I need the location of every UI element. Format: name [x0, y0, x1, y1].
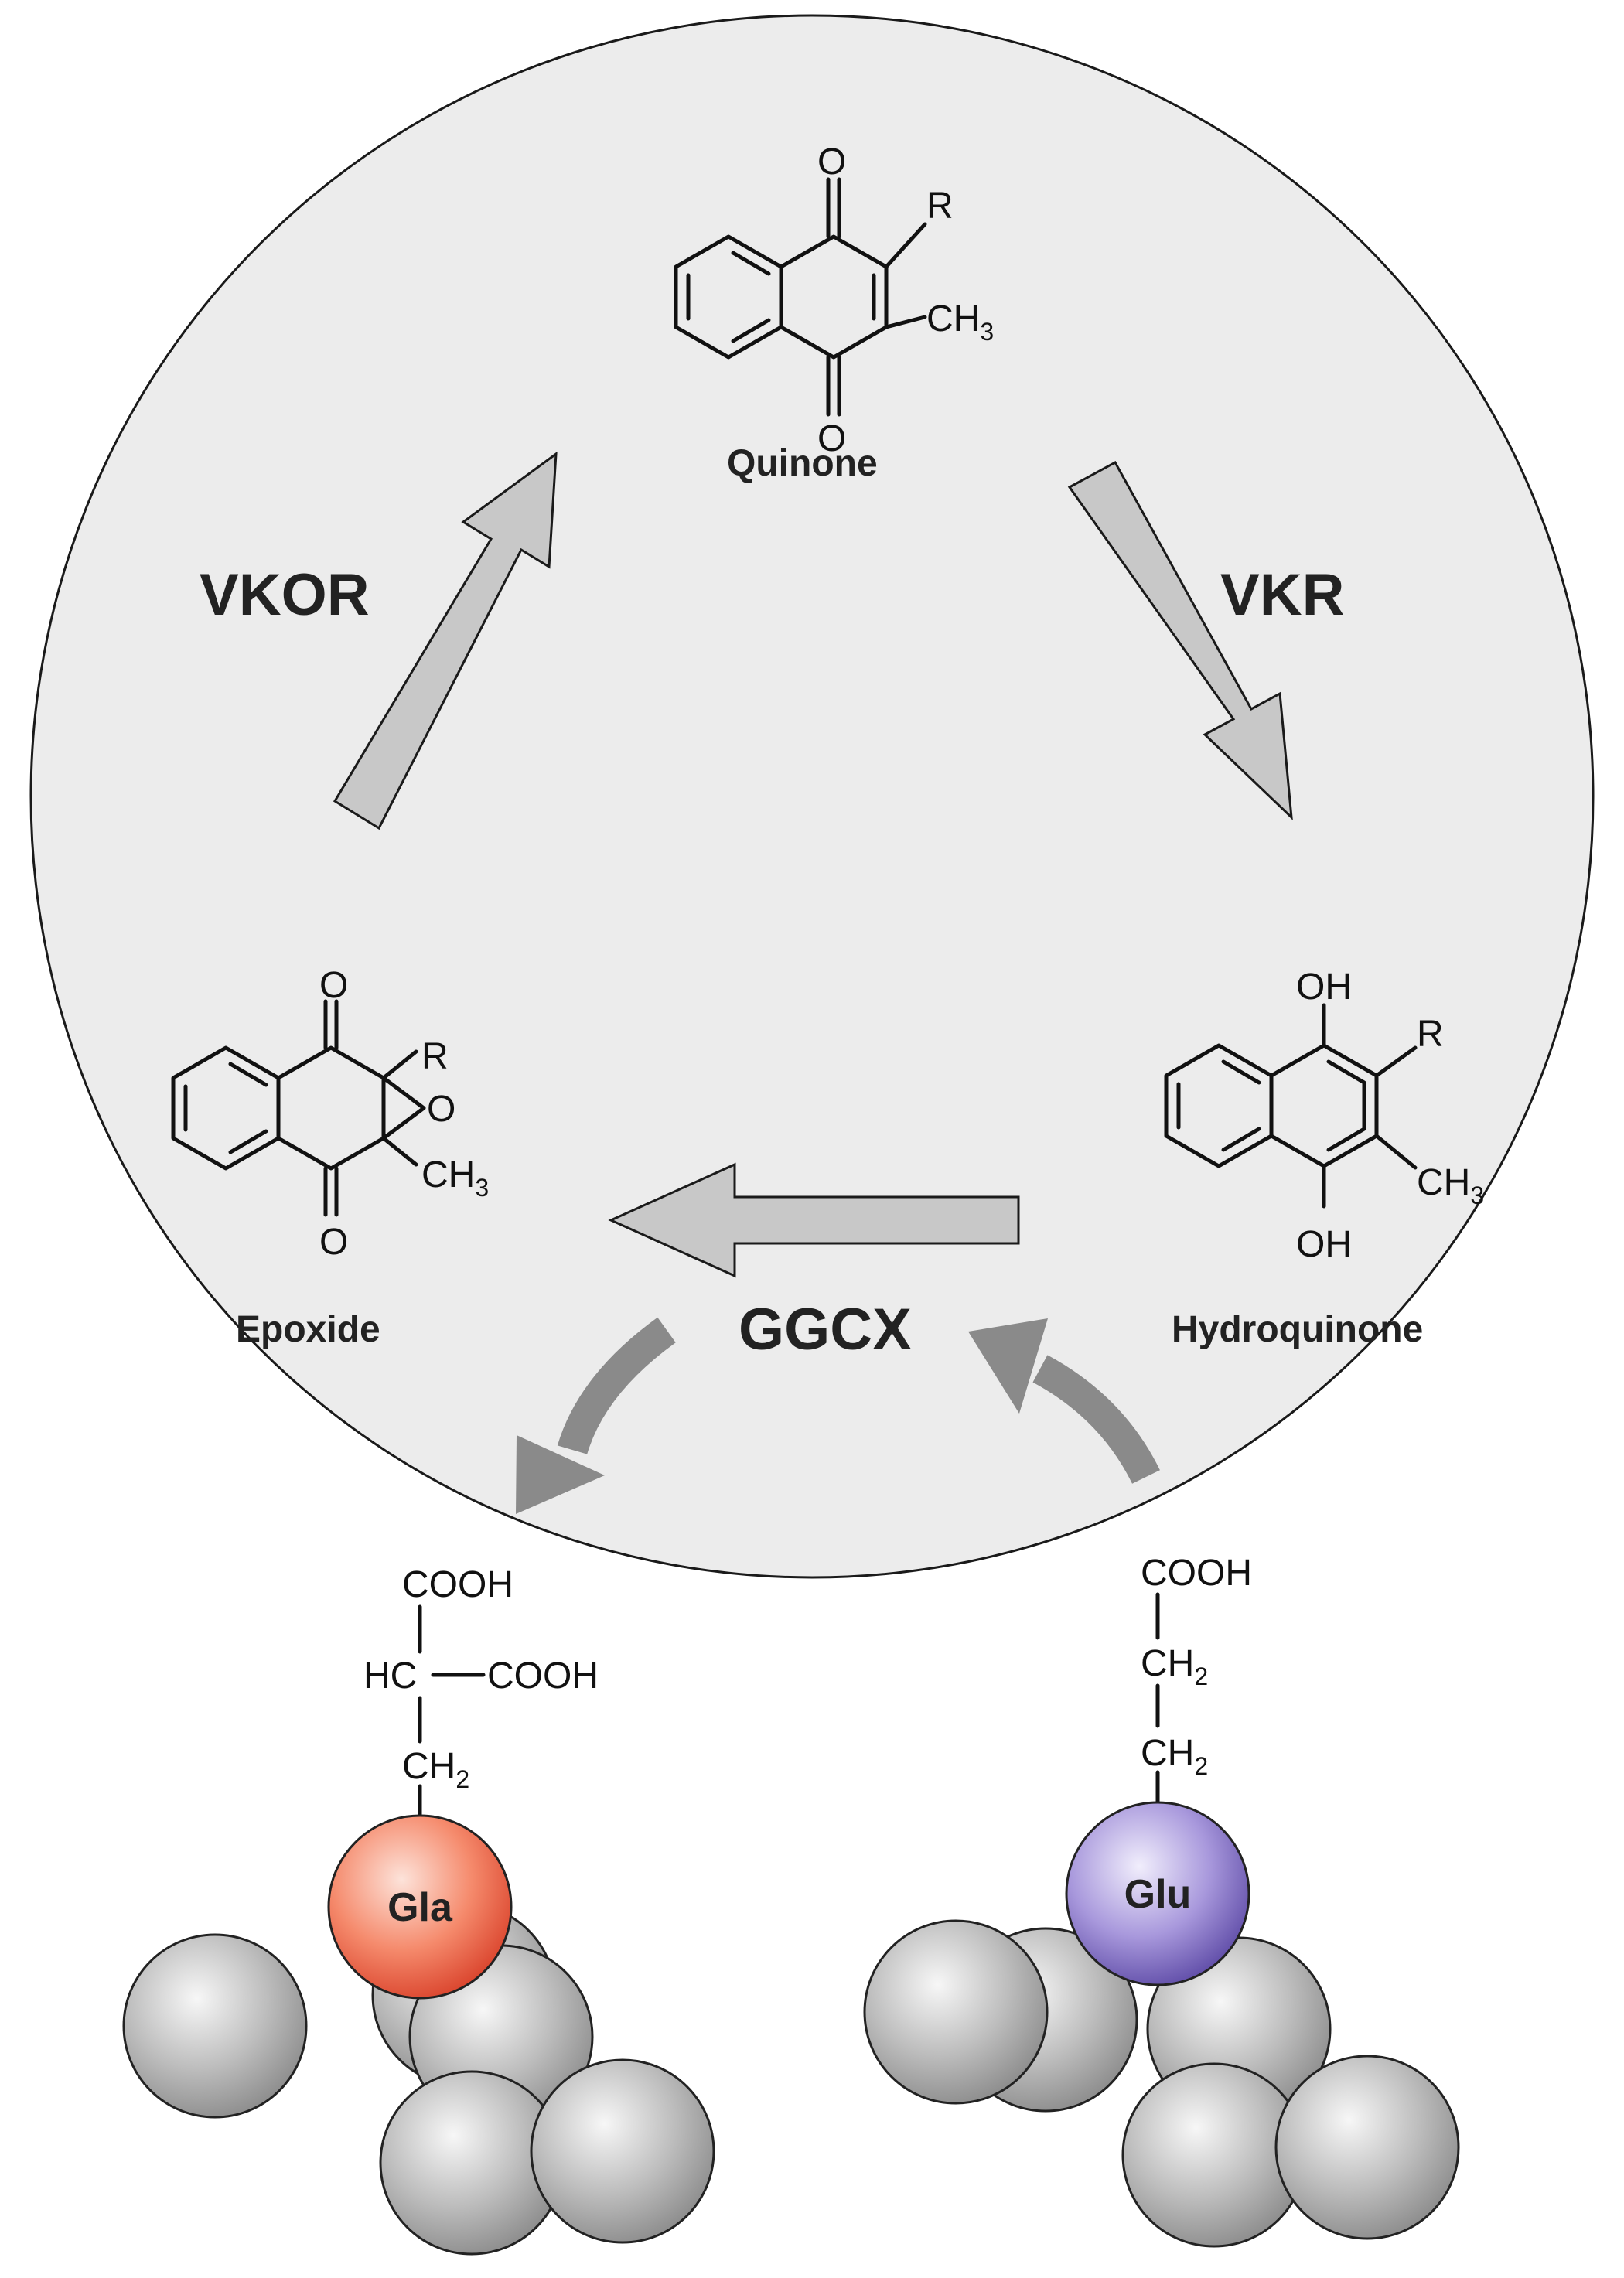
hydroquinone-r-label: R — [1417, 1014, 1444, 1055]
quinone-ch3-label: CH3 — [926, 298, 994, 346]
ggcx-label: GGCX — [739, 1297, 912, 1362]
quinone-structure — [674, 177, 927, 417]
ggcx-arrow — [608, 1162, 1020, 1278]
gla-cooh-right: COOH — [487, 1656, 599, 1697]
gla-residue-sphere — [327, 1814, 513, 2000]
glu-label: Glu — [1124, 1872, 1192, 1917]
quinone-r-label: R — [926, 186, 954, 227]
epoxide-name: Epoxide — [236, 1309, 380, 1350]
gla-protein-cluster — [122, 1814, 715, 2256]
vkor-label: VKOR — [200, 562, 370, 628]
protein-sphere — [122, 1933, 308, 2119]
epoxide-structure — [171, 999, 426, 1217]
quinone-o-bottom: O — [817, 418, 846, 459]
hydroquinone-oh-top: OH — [1296, 967, 1352, 1008]
glu-curved-arrow — [1032, 1355, 1160, 1484]
gla-ch2: CH2 — [402, 1746, 469, 1793]
vkr-label: VKR — [1220, 562, 1344, 628]
glu-ch2-lower: CH2 — [1141, 1733, 1208, 1780]
glu-residue-sphere — [1065, 1801, 1250, 1986]
epoxide-o-bottom: O — [319, 1222, 348, 1263]
hydroquinone-ch3-label: CH3 — [1417, 1162, 1484, 1209]
hydroquinone-structure — [1164, 1003, 1418, 1209]
gla-cooh-top: COOH — [402, 1564, 513, 1605]
gla-label: Gla — [387, 1885, 453, 1930]
quinone-name: Quinone — [727, 443, 878, 484]
gla-hc: HC — [363, 1656, 417, 1697]
epoxide-o-ring: O — [427, 1089, 455, 1130]
protein-sphere — [1274, 2055, 1460, 2240]
glu-ch2-upper: CH2 — [1141, 1643, 1208, 1690]
glu-cooh: COOH — [1141, 1553, 1252, 1594]
vkr-arrow — [1067, 460, 1293, 820]
glu-protein-cluster — [863, 1801, 1460, 2248]
gla-curved-arrow-head — [516, 1435, 605, 1514]
hydroquinone-name: Hydroquinone — [1172, 1309, 1423, 1350]
epoxide-o-top: O — [319, 965, 348, 1006]
protein-sphere — [530, 2058, 715, 2244]
gla-side-chain — [418, 1604, 486, 1819]
cycle-background — [29, 14, 1595, 1579]
epoxide-r-label: R — [421, 1036, 449, 1077]
vkor-arrow — [333, 451, 558, 830]
glu-curved-arrow-head — [968, 1318, 1048, 1414]
protein-sphere — [863, 1919, 1049, 2105]
gla-curved-arrow — [557, 1317, 676, 1455]
hydroquinone-oh-bottom: OH — [1296, 1224, 1352, 1265]
quinone-o-top: O — [817, 142, 846, 182]
epoxide-ch3-label: CH3 — [421, 1154, 489, 1202]
